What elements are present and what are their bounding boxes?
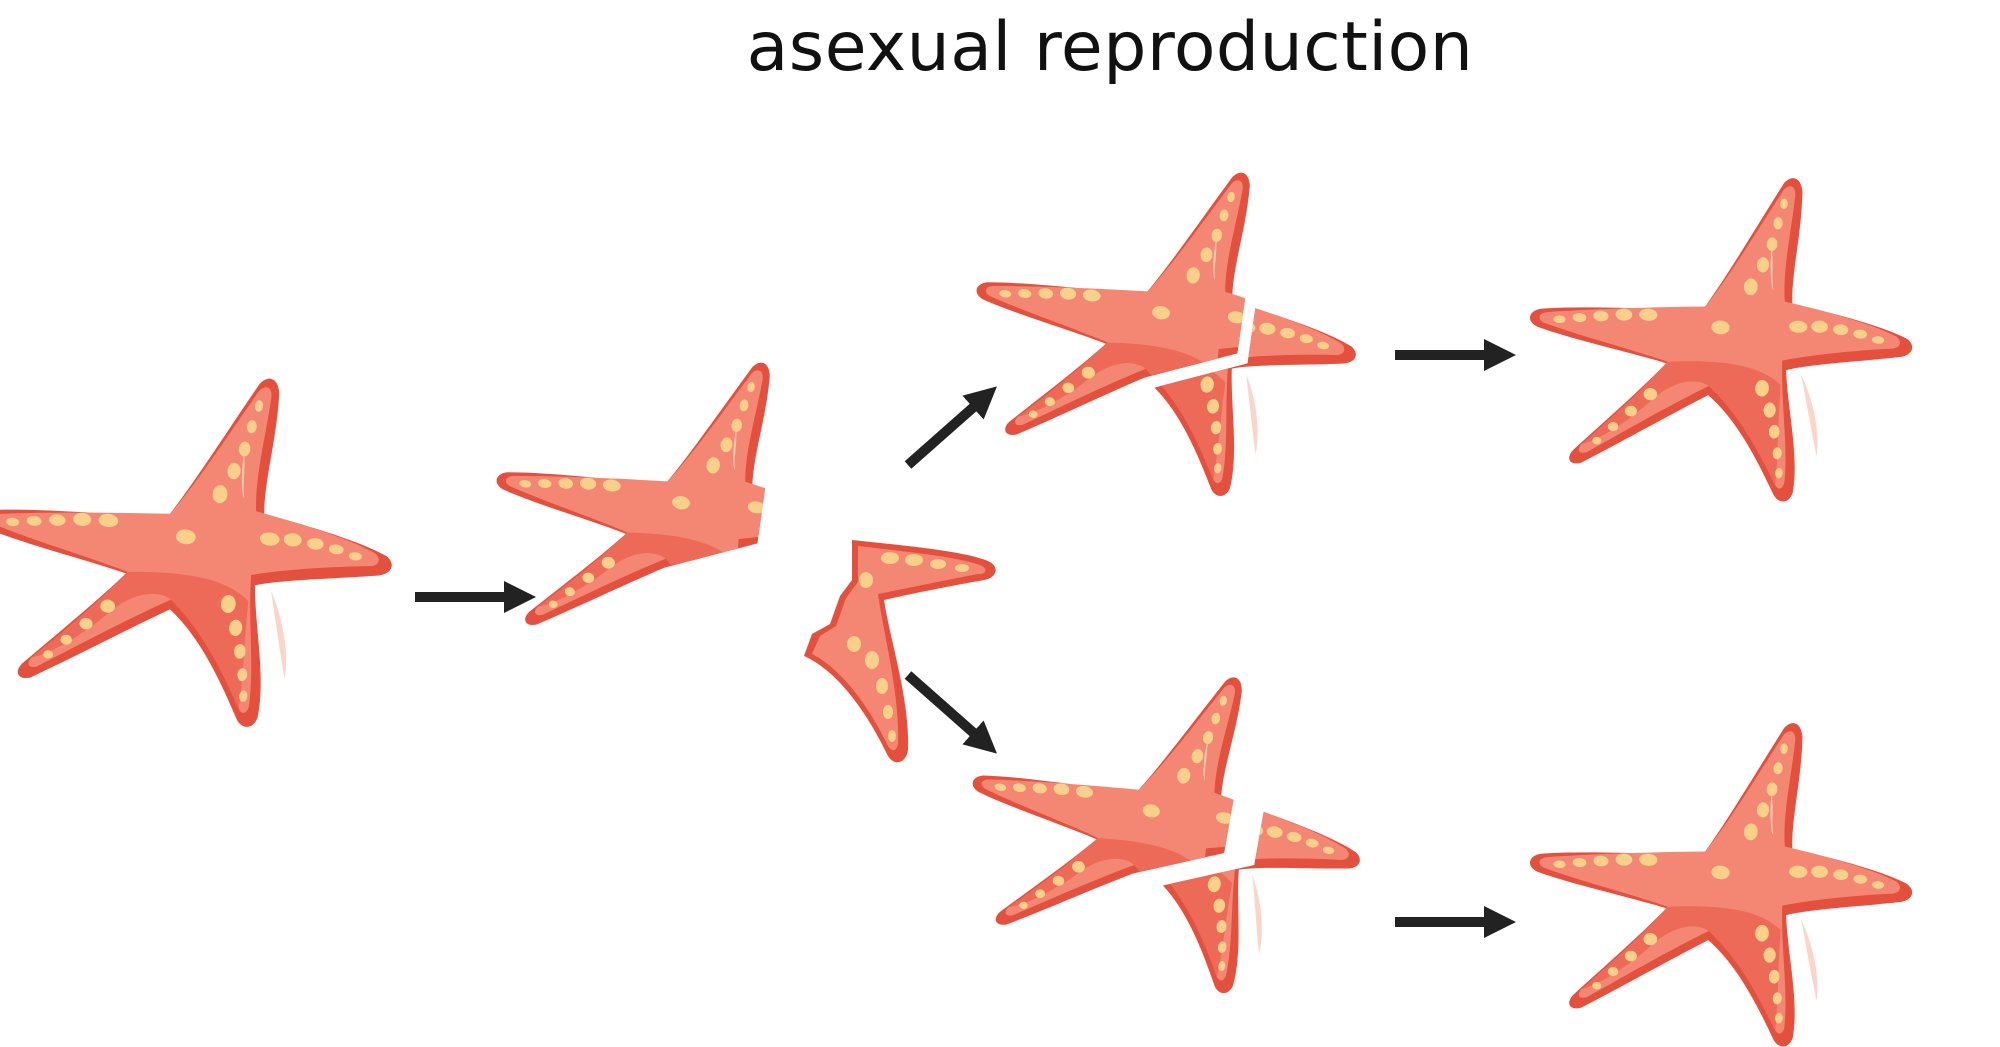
offspring-starfish-top bbox=[1518, 160, 1924, 510]
regenerating-starfish-top bbox=[954, 138, 1378, 512]
arrow-up-right-icon bbox=[904, 386, 997, 469]
split-starfish bbox=[474, 328, 996, 763]
offspring-starfish-bottom bbox=[1518, 705, 1924, 1047]
starfish-fragment-icon bbox=[804, 540, 996, 763]
diagram-title: asexual reproduction bbox=[746, 8, 1474, 87]
parent-starfish bbox=[0, 350, 410, 741]
regenerating-starfish-bottom bbox=[945, 635, 1387, 1013]
arrow-down-right-icon bbox=[904, 671, 997, 754]
